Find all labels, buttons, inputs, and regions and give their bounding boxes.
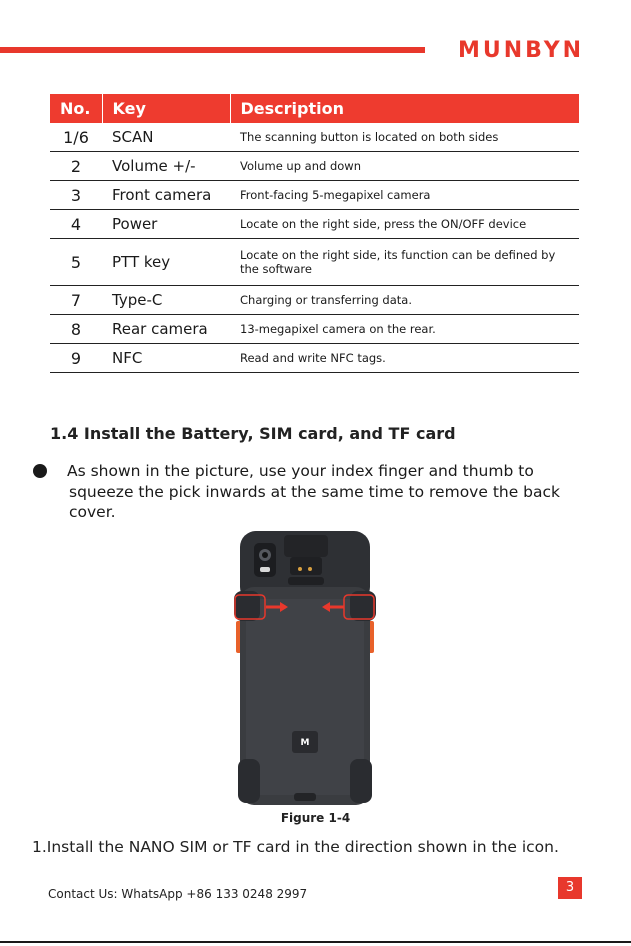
row-key: NFC <box>102 343 230 373</box>
table-row: 2 Volume +/- Volume up and down <box>50 151 579 181</box>
table-row: 7 Type-C Charging or transferring data. <box>50 285 579 315</box>
svg-text:M: M <box>301 738 310 748</box>
row-key: SCAN <box>102 123 230 152</box>
table-row: 3 Front camera Front-facing 5-megapixel … <box>50 180 579 210</box>
row-no: 2 <box>50 151 102 181</box>
key-table: No. Key Description 1/6 SCAN The scannin… <box>50 94 579 373</box>
row-desc: Locate on the right side, press the ON/O… <box>230 209 579 239</box>
row-no: 3 <box>50 180 102 210</box>
row-desc: Read and write NFC tags. <box>230 343 579 373</box>
row-key: Power <box>102 209 230 239</box>
row-key: Front camera <box>102 180 230 210</box>
row-key: Type-C <box>102 285 230 315</box>
device-back-svg: M <box>234 531 376 805</box>
row-desc: Charging or transferring data. <box>230 285 579 315</box>
table-row: 8 Rear camera 13-megapixel camera on the… <box>50 314 579 344</box>
table-header-row: No. Key Description <box>50 94 579 123</box>
row-no: 7 <box>50 285 102 315</box>
bullet-text: As shown in the picture, use your index … <box>67 462 561 521</box>
contact-info: Contact Us: WhatsApp +86 133 0248 2997 <box>48 887 308 901</box>
row-desc: Front-facing 5-megapixel camera <box>230 180 579 210</box>
row-desc: The scanning button is located on both s… <box>230 123 579 152</box>
device-back-illustration: M <box>232 529 378 809</box>
table-row: 1/6 SCAN The scanning button is located … <box>50 123 579 152</box>
row-no: 9 <box>50 343 102 373</box>
section-title: 1.4 Install the Battery, SIM card, and T… <box>50 424 456 443</box>
figure-caption: Figure 1-4 <box>280 811 351 825</box>
table-row: 4 Power Locate on the right side, press … <box>50 209 579 239</box>
table-row: 5 PTT key Locate on the right side, its … <box>50 238 579 286</box>
row-key: PTT key <box>102 238 230 286</box>
row-no: 5 <box>50 238 102 286</box>
row-desc: 13-megapixel camera on the rear. <box>230 314 579 344</box>
header-accent-bar <box>0 47 425 53</box>
row-desc: Locate on the right side, its function c… <box>230 238 579 286</box>
instruction-bullet: As shown in the picture, use your index … <box>33 461 593 523</box>
footer-divider <box>0 941 631 943</box>
row-no: 4 <box>50 209 102 239</box>
row-desc: Volume up and down <box>230 151 579 181</box>
row-key: Rear camera <box>102 314 230 344</box>
page-number: 3 <box>558 877 582 899</box>
header-key: Key <box>101 94 230 123</box>
table-row: 9 NFC Read and write NFC tags. <box>50 343 579 373</box>
row-no: 8 <box>50 314 102 344</box>
header-no: No. <box>50 94 102 123</box>
bullet-dot-icon <box>33 464 47 478</box>
brand-logo: MUNBYN <box>458 38 585 63</box>
step-text: 1.Install the NANO SIM or TF card in the… <box>32 838 559 856</box>
row-no: 1/6 <box>50 123 102 152</box>
row-key: Volume +/- <box>102 151 230 181</box>
header-description: Description <box>229 94 579 123</box>
